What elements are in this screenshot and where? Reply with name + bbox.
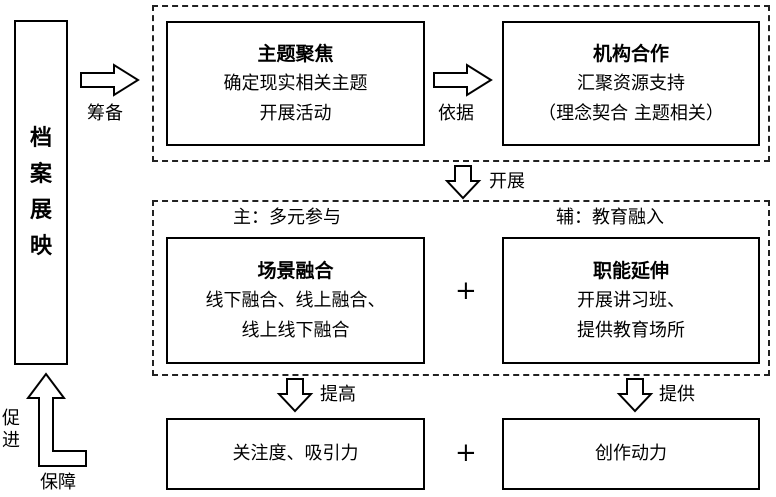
institution-cooperation-title: 机构合作 <box>592 42 669 65</box>
basis-arrow-icon <box>433 63 493 97</box>
institution-cooperation-line-1: 汇聚资源支持 <box>577 72 685 94</box>
creative-motivation-text: 创作动力 <box>595 443 667 464</box>
guarantee-promote-arrow-icon <box>26 372 87 467</box>
auxiliary-education-header: 辅：教育融入 <box>556 207 664 228</box>
improve-arrow-icon <box>276 378 314 413</box>
prepare-label: 筹备 <box>87 103 123 124</box>
scene-fusion-line-1: 线下融合、线上融合、 <box>205 289 386 311</box>
improve-label: 提高 <box>320 384 356 405</box>
develop-label: 开展 <box>489 171 525 192</box>
side-char-2: 案 <box>29 161 52 187</box>
activity-group-frame <box>152 200 770 376</box>
plus-sign-bottom: + <box>455 438 477 468</box>
function-extension-line-2: 提供教育场所 <box>577 319 685 341</box>
attention-box: 关注度、吸引力 <box>166 418 425 490</box>
archive-exhibition-box: 档 案 展 映 <box>14 20 68 365</box>
theme-focus-line-2: 开展活动 <box>259 102 332 124</box>
main-participation-header: 主：多元参与 <box>233 207 341 228</box>
provide-arrow-icon <box>616 378 654 413</box>
promote-label-char-2: 进 <box>2 430 20 451</box>
institution-cooperation-box: 机构合作 汇聚资源支持 （理念契合 主题相关） <box>502 21 760 146</box>
side-char-4: 映 <box>29 233 52 259</box>
side-char-1: 档 <box>29 125 52 151</box>
theme-focus-title: 主题聚焦 <box>257 42 334 65</box>
planning-group-frame <box>152 5 770 162</box>
basis-label: 依据 <box>438 103 474 124</box>
promote-label-char-1: 促 <box>2 408 20 429</box>
theme-focus-box: 主题聚焦 确定现实相关主题 开展活动 <box>166 21 425 146</box>
institution-cooperation-line-2: （理念契合 主题相关） <box>538 102 724 124</box>
function-extension-line-1: 开展讲习班、 <box>577 289 685 311</box>
scene-fusion-line-2: 线上线下融合 <box>241 319 350 341</box>
guarantee-label: 保障 <box>40 472 76 493</box>
side-char-3: 展 <box>29 197 52 223</box>
scene-fusion-box: 场景融合 线下融合、线上融合、 线上线下融合 <box>166 237 425 364</box>
function-extension-title: 职能延伸 <box>592 259 669 282</box>
function-extension-box: 职能延伸 开展讲习班、 提供教育场所 <box>502 237 760 364</box>
scene-fusion-title: 场景融合 <box>257 259 334 282</box>
theme-focus-line-1: 确定现实相关主题 <box>223 72 368 94</box>
prepare-arrow-icon <box>80 63 140 97</box>
develop-arrow-icon <box>444 165 482 200</box>
provide-label: 提供 <box>659 384 695 405</box>
creative-motivation-box: 创作动力 <box>502 418 760 490</box>
plus-sign-middle: + <box>455 276 477 306</box>
attention-text: 关注度、吸引力 <box>232 443 359 464</box>
